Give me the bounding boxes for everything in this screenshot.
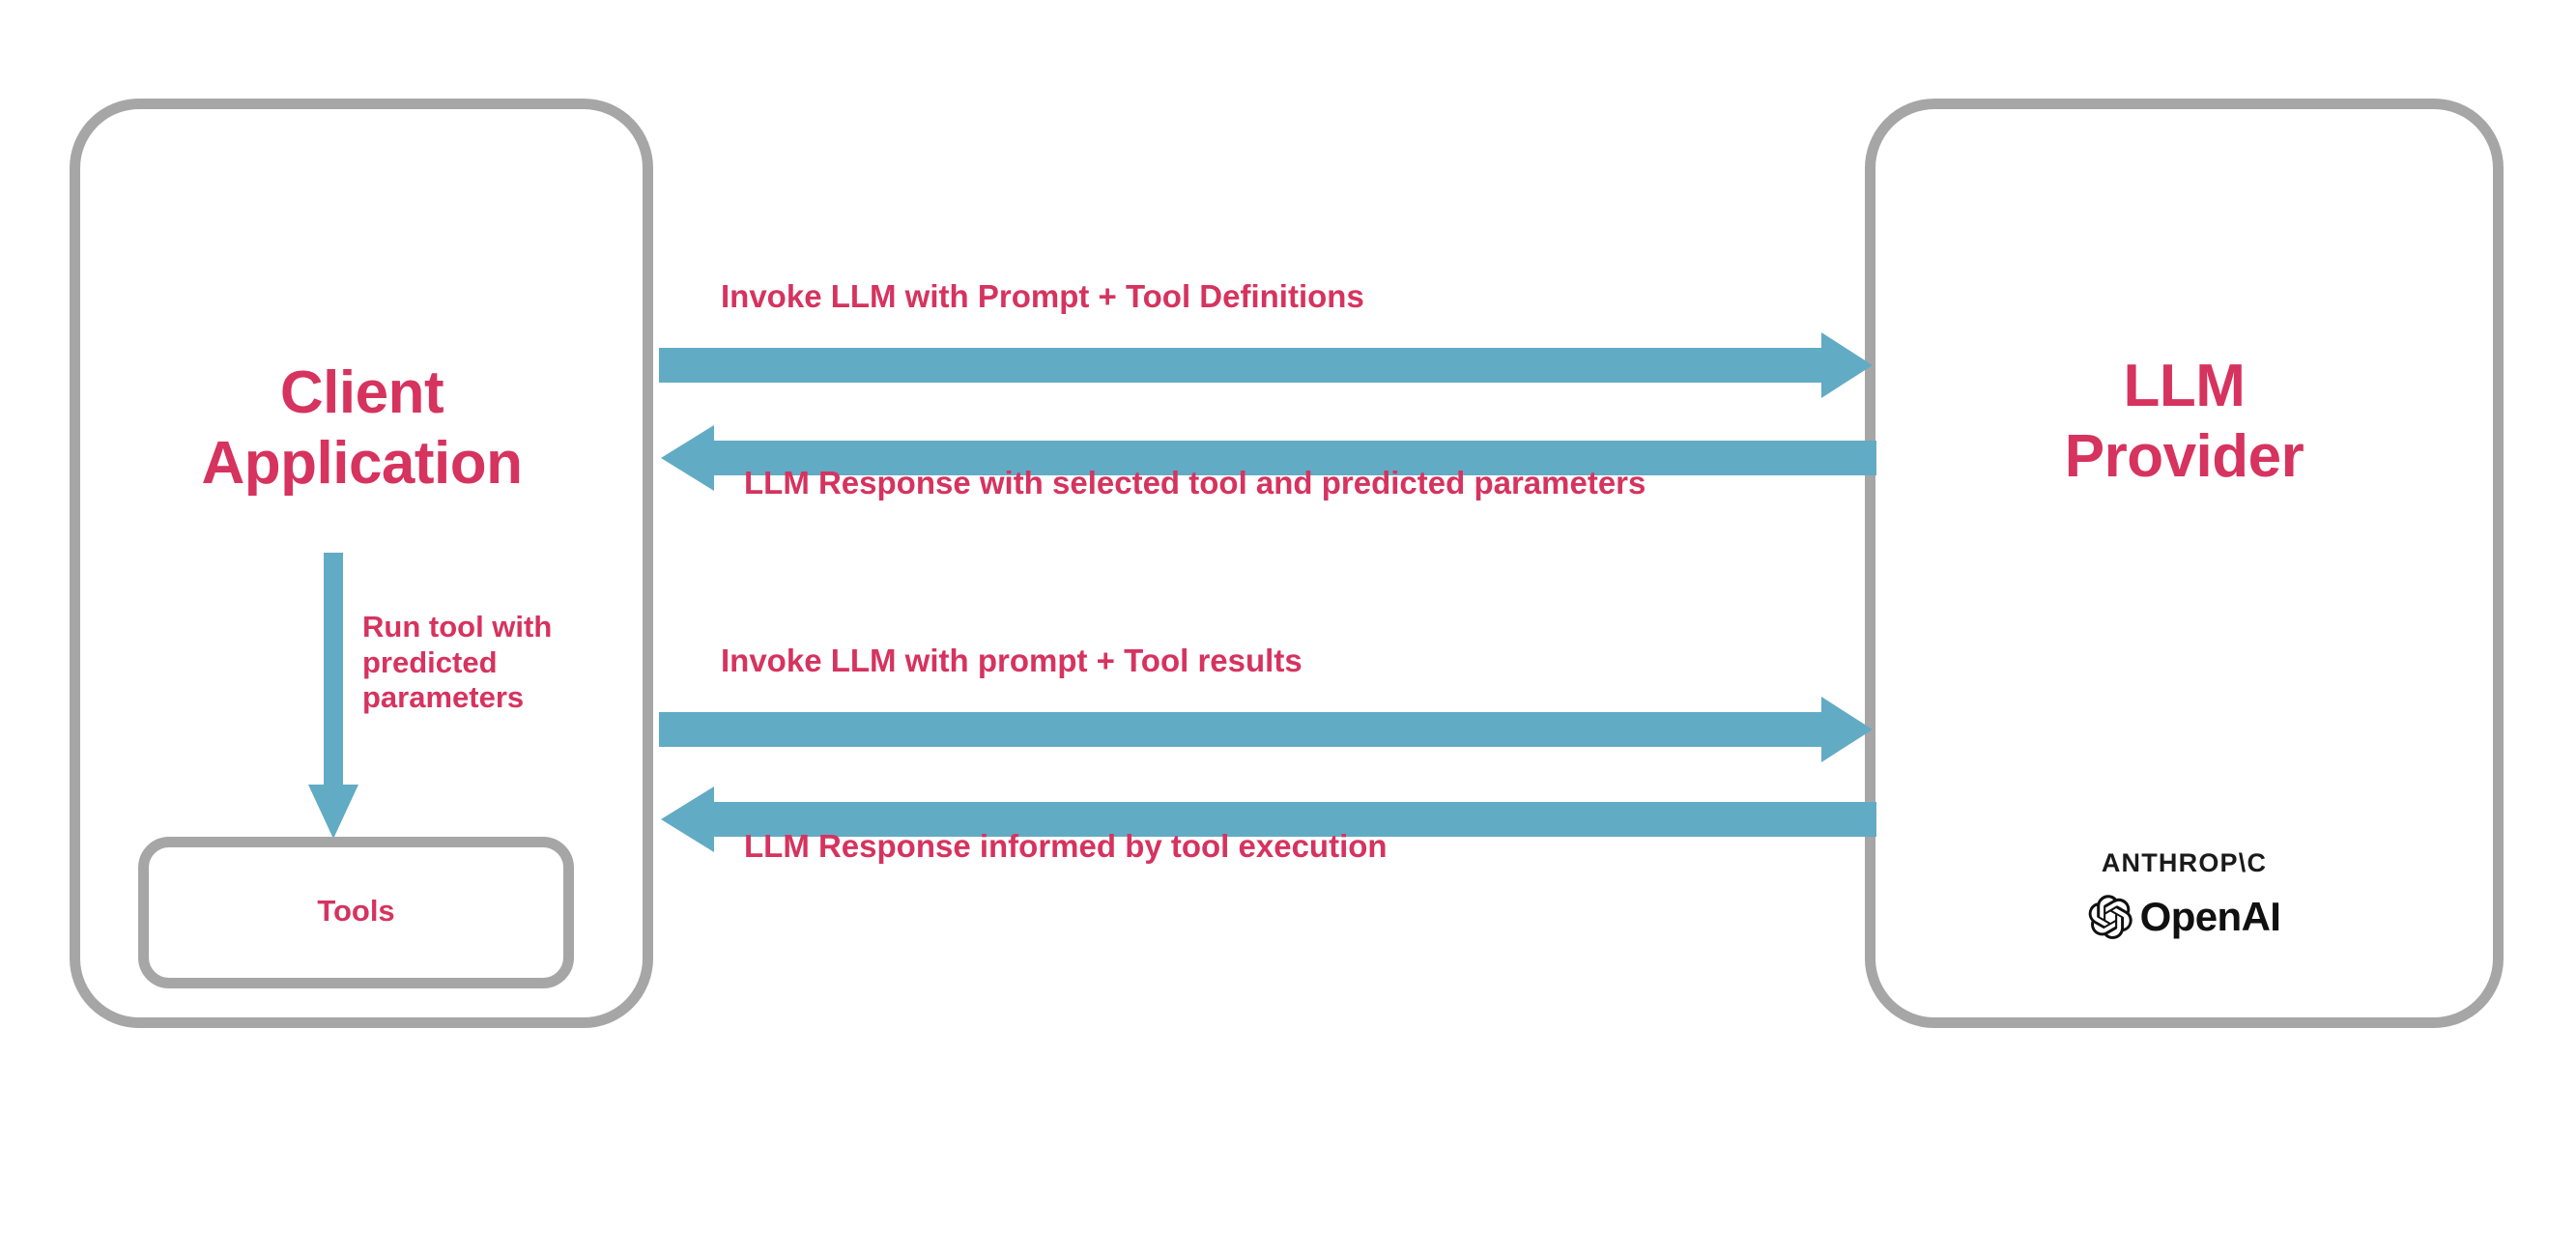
llm-provider-box (1865, 99, 2504, 1028)
tools-box (138, 837, 574, 988)
tools-title: Tools (317, 894, 395, 928)
invoke-llm-prompt-tool-definitions-label: Invoke LLM with Prompt + Tool Definition… (721, 278, 1364, 314)
llm-response-selected-tool-label: LLM Response with selected tool and pred… (744, 465, 1646, 500)
invoke-llm-prompt-tool-results-arrow (659, 697, 1873, 762)
openai-knot-icon (2088, 895, 2132, 939)
llm-response-tool-execution-label: LLM Response informed by tool execution (744, 828, 1388, 864)
llm-provider-title: LLM Provider (2064, 353, 2304, 491)
run-tool-label: Run tool with predicted parameters (362, 610, 553, 715)
invoke-llm-prompt-tool-definitions-arrow (659, 332, 1873, 398)
anthropic-wordmark: ANTHROP\C (2101, 848, 2268, 877)
llm-response-selected-tool-arrow (661, 425, 1876, 491)
run-tool-arrow (308, 553, 358, 839)
invoke-llm-prompt-tool-results-label: Invoke LLM with prompt + Tool results (721, 643, 1302, 678)
openai-logo-lockup: OpenAI (2088, 894, 2281, 940)
openai-wordmark: OpenAI (2139, 894, 2281, 939)
vendor-logos: ANTHROP\C OpenAI (1884, 848, 2484, 940)
llm-response-tool-execution-arrow (661, 786, 1876, 852)
client-application-title: Client Application (201, 359, 523, 498)
